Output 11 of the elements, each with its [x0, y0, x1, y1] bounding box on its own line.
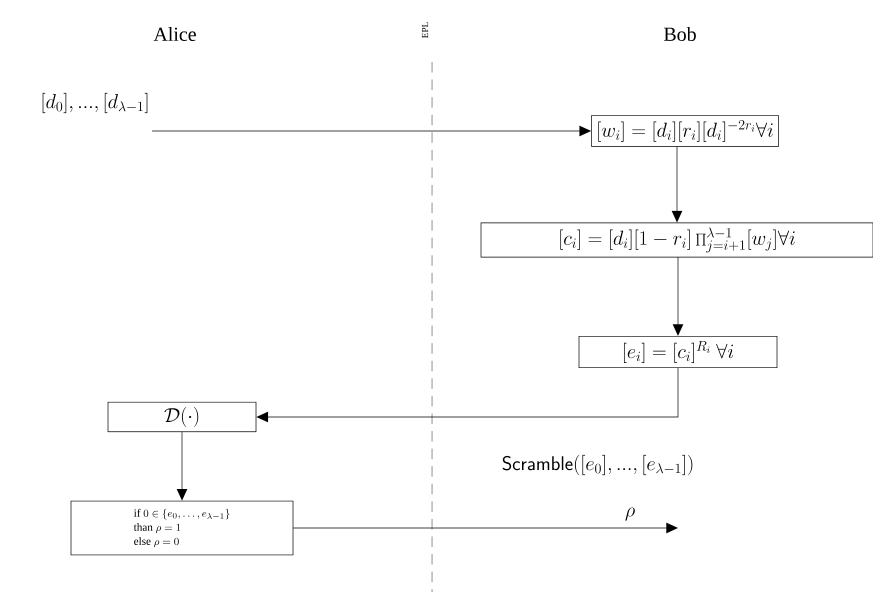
label: Alice: [154, 27, 196, 41]
process-box: $[e_i] = [c_i]^{R_i}\ \forall i$: [578, 336, 778, 368]
edge-label: $\rho$: [625, 507, 635, 521]
process-box: $[c_i] = [d_i][1-r_i] \prod_{j=i+1}^{\lambda-1} [w_j] \forall i$: [480, 222, 873, 258]
label: Bob: [664, 27, 696, 41]
process-box: $\mathcal{D}(\cdot)$: [108, 402, 256, 432]
process-box: $[w_i] = [d_i][r_i][d_i]^{-2r_i} \forall i$: [591, 115, 779, 147]
formula-text: $[d_0], ..., [d_{\lambda-1}]$: [42, 92, 148, 114]
process-box: $\mbox{if } 0 \in \{e_0, \ldots, e_{\lambda-1}\}$ $\mbox{than } \rho = 1$ $\mbox{else } \rho = 0$: [70, 500, 294, 556]
edge-label: $\mathsf{Scramble}([e_0], ..., [e_{\lambda-1}])$: [502, 454, 692, 476]
label: EPL: [422, 22, 428, 38]
